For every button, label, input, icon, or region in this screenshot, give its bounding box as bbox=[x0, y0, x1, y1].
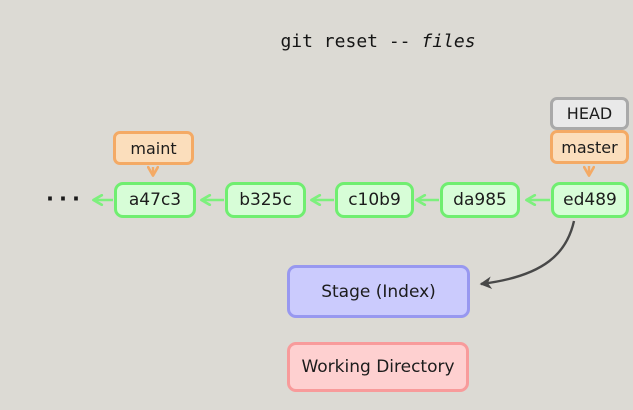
branch-label-master: master bbox=[550, 130, 629, 164]
head-label: HEAD bbox=[550, 97, 629, 130]
reset-path-arrow bbox=[479, 220, 576, 289]
commit-node-da985: da985 bbox=[440, 182, 520, 218]
title-command-arg: files bbox=[421, 31, 476, 52]
working-directory-box: Working Directory bbox=[287, 342, 469, 392]
commit-node-ed489: ed489 bbox=[551, 182, 629, 218]
commit-node-c10b9: c10b9 bbox=[335, 182, 414, 218]
title-command-text: git reset -- bbox=[280, 31, 422, 52]
branch-label-maint: maint bbox=[113, 131, 194, 165]
commit-node-b325c: b325c bbox=[225, 182, 306, 218]
commit-node-a47c3: a47c3 bbox=[114, 182, 196, 218]
title-command: git reset -- files bbox=[280, 31, 475, 52]
stage-index-box: Stage (Index) bbox=[287, 265, 470, 318]
ellipsis-more-commits: ··· bbox=[46, 187, 85, 211]
